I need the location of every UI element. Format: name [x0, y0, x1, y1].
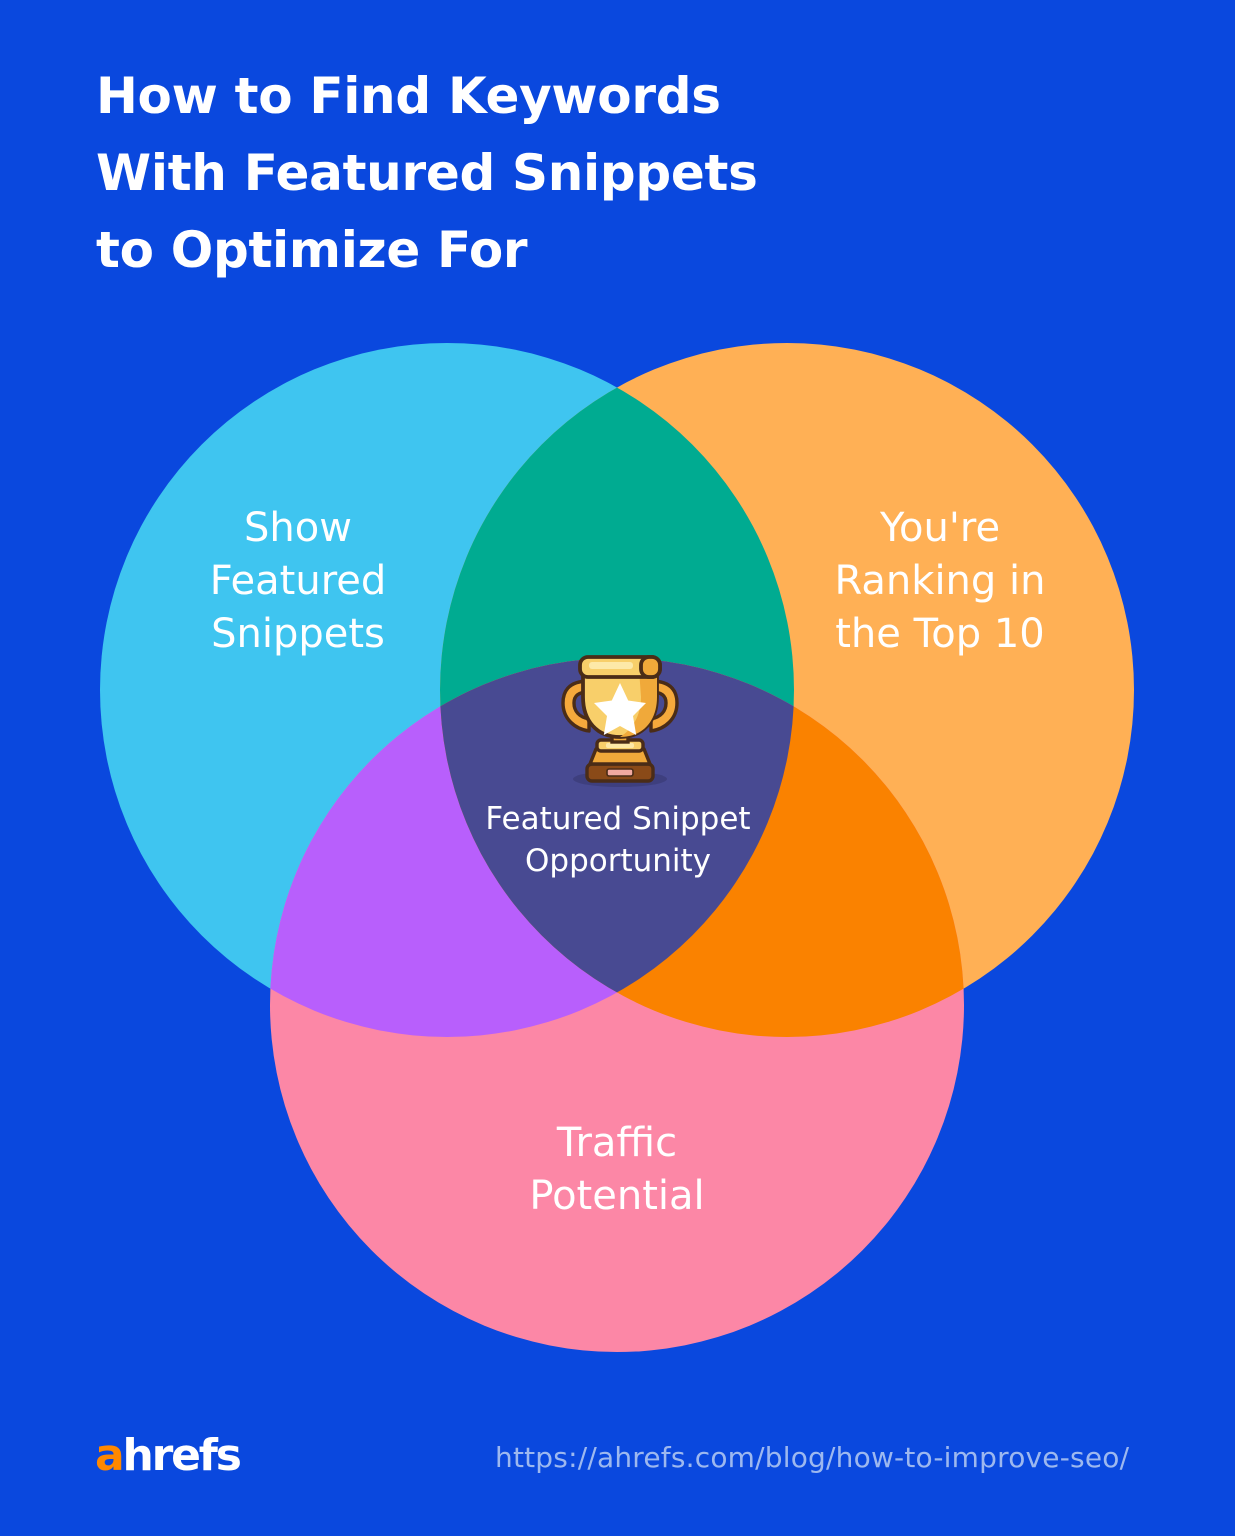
logo-wordmark: hrefs — [122, 1430, 242, 1481]
page-title: How to Find Keywords With Featured Snipp… — [96, 58, 916, 289]
venn-svg — [100, 343, 1134, 1352]
venn-diagram: Show Featured Snippets You're Ranking in… — [100, 343, 1134, 1352]
title-line-3: to Optimize For — [96, 221, 528, 279]
source-url[interactable]: https://ahrefs.com/blog/how-to-improve-s… — [495, 1441, 1130, 1474]
title-line-1: How to Find Keywords — [96, 67, 721, 125]
ahrefs-logo[interactable]: ahrefs — [95, 1430, 242, 1481]
logo-accent-letter: a — [95, 1430, 125, 1481]
footer: ahrefs https://ahrefs.com/blog/how-to-im… — [0, 1415, 1235, 1525]
title-line-2: With Featured Snippets — [96, 144, 758, 202]
trophy-icon — [561, 655, 679, 787]
